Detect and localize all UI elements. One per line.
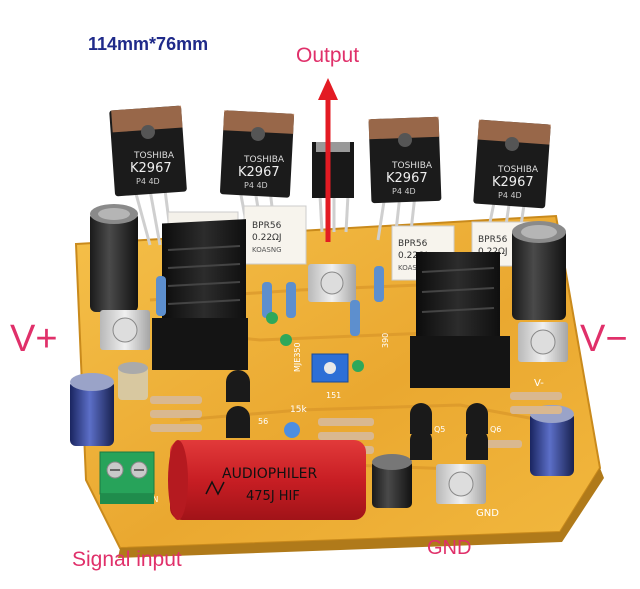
- capacitor-small-left: [118, 362, 148, 400]
- svg-text:KOASNG: KOASNG: [252, 246, 282, 254]
- capacitor-top-right: [512, 221, 566, 320]
- cement-resistor-2: BPR56 0.22ΩJ KOASNG: [243, 205, 307, 265]
- terminal-vplus: [100, 310, 150, 350]
- svg-text:TOSHIBA: TOSHIBA: [497, 165, 539, 175]
- transistor-2: TOSHIBA K2967 P4 4D: [220, 110, 295, 198]
- capacitor-blue-right: [530, 405, 574, 476]
- heatsink-left: [152, 219, 248, 370]
- svg-text:KOASNG: KOASNG: [398, 264, 428, 272]
- svg-text:K2967: K2967: [386, 171, 428, 186]
- svg-text:Q5: Q5: [434, 425, 445, 434]
- svg-text:BPR56: BPR56: [398, 239, 428, 249]
- svg-text:0.22ΩJ: 0.22ΩJ: [398, 251, 428, 261]
- ceramic-cap: [284, 422, 300, 438]
- svg-text:BPR56: BPR56: [478, 235, 508, 245]
- terminal-gnd: [436, 464, 486, 504]
- terminal-vminus: [518, 322, 568, 362]
- capacitor-top-left: [90, 204, 138, 312]
- driver-transistor: [312, 142, 354, 198]
- pcb-edge: [118, 468, 604, 558]
- signal-input-label: Signal input: [72, 548, 182, 571]
- svg-text:IN: IN: [150, 495, 158, 504]
- transistor-3: TOSHIBA K2967 P4 4D: [368, 116, 442, 204]
- svg-text:GND: GND: [476, 508, 499, 519]
- svg-text:V-: V-: [534, 378, 544, 389]
- svg-text:P4 4D: P4 4D: [136, 177, 160, 186]
- signal-input-connector: [99, 451, 155, 504]
- svg-text:0.22ΩJ: 0.22ΩJ: [252, 233, 282, 243]
- svg-text:390: 390: [381, 333, 390, 348]
- transistor-1: TOSHIBA K2967 P4 4D: [109, 105, 187, 197]
- dimensions-label: 114mm*76mm: [88, 34, 209, 54]
- v-plus-label: V+: [10, 318, 58, 360]
- svg-text:P4 4D: P4 4D: [392, 187, 416, 196]
- output-label: Output: [296, 44, 360, 67]
- transistor-4: TOSHIBA K2967 P4 4D: [473, 119, 551, 209]
- svg-text:TOSHIBA: TOSHIBA: [243, 155, 285, 165]
- v-minus-label: V−: [580, 318, 628, 360]
- svg-text:AUDIOPHILER: AUDIOPHILER: [222, 466, 317, 482]
- svg-text:K2967: K2967: [238, 165, 280, 180]
- svg-text:K2967: K2967: [492, 175, 534, 190]
- svg-text:TOSHIBA: TOSHIBA: [133, 151, 175, 161]
- capacitor-small-bottom: [372, 454, 412, 508]
- svg-text:K2967: K2967: [130, 161, 172, 176]
- svg-text:475J HIF: 475J HIF: [246, 489, 300, 504]
- svg-text:Q6: Q6: [490, 425, 501, 434]
- svg-text:151: 151: [326, 391, 341, 400]
- small-transistors: [226, 370, 488, 460]
- svg-text:TOSHIBA: TOSHIBA: [391, 161, 433, 171]
- output-arrow-icon: [318, 78, 338, 242]
- capacitor-blue-left: [70, 373, 114, 446]
- terminal-output: [308, 264, 356, 302]
- film-capacitor: AUDIOPHILER 475J HIF: [168, 440, 366, 520]
- svg-text:P4 4D: P4 4D: [498, 191, 522, 200]
- gnd-label: GND: [427, 537, 472, 559]
- svg-text:56: 56: [258, 417, 268, 426]
- pcb-traces: [149, 283, 541, 472]
- svg-text:BPR56: BPR56: [252, 221, 282, 231]
- heatsink-right: [410, 252, 510, 388]
- svg-text:P4 4D: P4 4D: [244, 181, 268, 190]
- svg-text:15k: 15k: [290, 405, 307, 415]
- svg-text:MJE350: MJE350: [293, 342, 302, 372]
